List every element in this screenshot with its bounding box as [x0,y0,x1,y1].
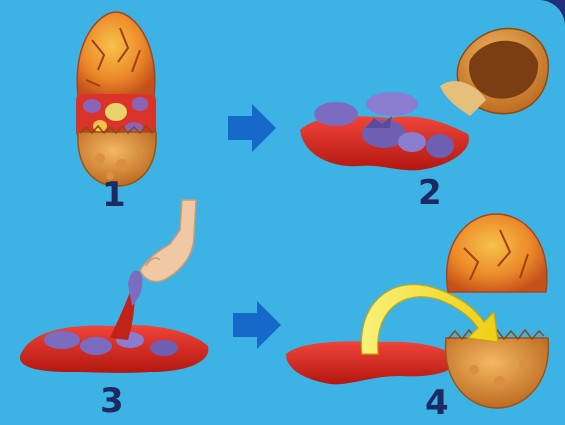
step-1-illustration [76,12,156,186]
step-number-4: 4 [425,386,449,420]
step-3-illustration [20,200,209,373]
step-number-1: 1 [102,178,126,212]
egg-top-half [77,12,155,96]
open-egg-shell [440,29,548,117]
step-number-2: 2 [418,176,442,210]
hand [140,200,196,282]
egg-top-half [447,214,547,292]
step-number-3: 3 [100,384,124,418]
right-arrow-icon [228,104,276,152]
step-4-illustration [286,214,548,408]
step-2-illustration [300,29,548,171]
right-arrow-icon [233,301,281,349]
